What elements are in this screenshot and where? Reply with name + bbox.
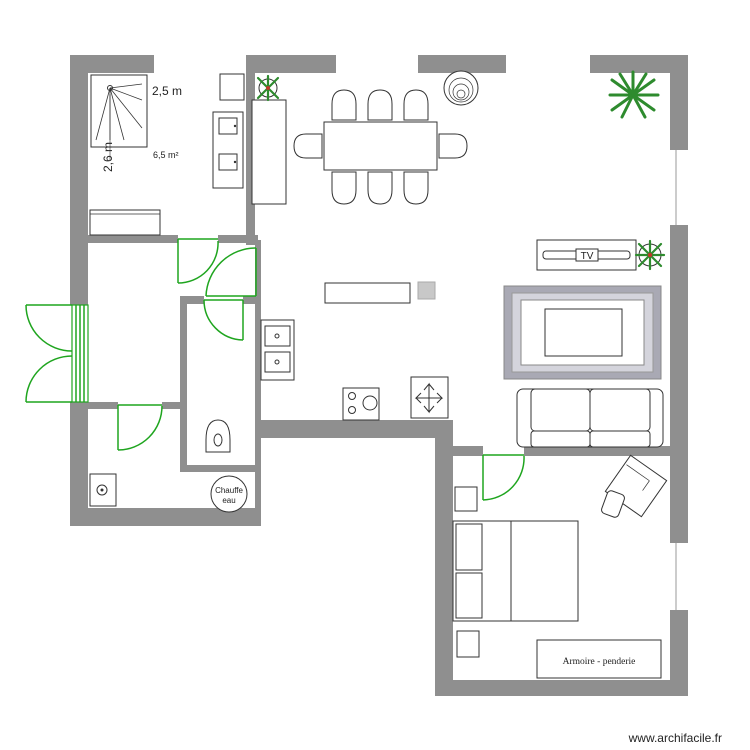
kitchen-sink [260, 319, 295, 381]
toilet [205, 419, 231, 453]
kitchen [251, 74, 449, 421]
desk [601, 454, 668, 518]
fan-icon [410, 376, 449, 419]
corridor-door [205, 247, 257, 297]
plant-icon [256, 74, 280, 102]
bedroom-door [482, 454, 525, 501]
bathroom-height-label: 2,6 m [101, 142, 115, 172]
walls [70, 55, 688, 696]
bathroom-width-label: 2,5 m [152, 84, 182, 98]
bathroom-door [177, 238, 219, 284]
large-plant-icon [608, 70, 660, 119]
water-heater-label-1: Chauffe [215, 486, 243, 495]
kitchen-island [324, 282, 411, 304]
bedroom: Armoire - penderie [452, 454, 668, 679]
watermark: www.archifacile.fr [628, 731, 722, 745]
coffee-table [544, 308, 623, 357]
kitchen-counter [251, 99, 287, 205]
wc-door [203, 299, 244, 341]
water-heater-label-2: eau [222, 496, 235, 505]
cooktop [342, 387, 380, 421]
sofa [516, 388, 664, 448]
wardrobe-label: Armoire - penderie [563, 657, 636, 667]
plant-icon [634, 239, 666, 271]
wc [205, 419, 231, 453]
wardrobe: Armoire - penderie [536, 639, 662, 679]
utility-door [117, 404, 163, 451]
tv-label: TV [581, 251, 594, 262]
pillar [417, 281, 436, 300]
bathroom: 2,5 m 2,6 m 6,5 m² [89, 73, 245, 236]
entry-double-door [25, 304, 89, 403]
tv-unit: TV [536, 239, 637, 271]
water-heater: Chauffe eau [210, 475, 248, 513]
double-sink [212, 111, 244, 189]
living-rug [503, 285, 662, 380]
floor-lamp-icon [443, 70, 479, 106]
bed [452, 520, 579, 622]
doors [25, 238, 525, 501]
utility-room: Chauffe eau [89, 473, 248, 513]
dining-table [293, 89, 468, 205]
shower [90, 74, 148, 148]
bathroom-area-label: 6,5 m² [153, 150, 179, 160]
